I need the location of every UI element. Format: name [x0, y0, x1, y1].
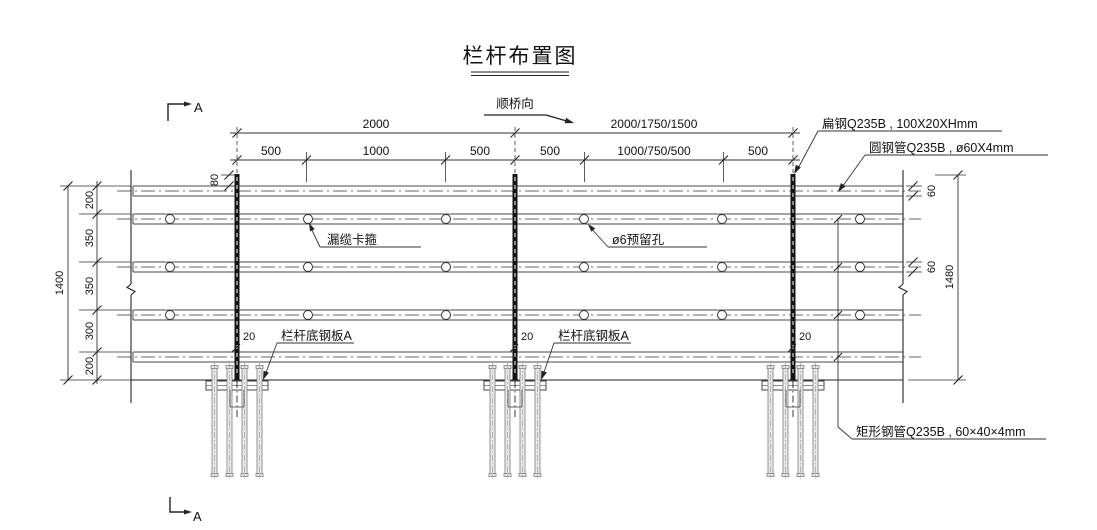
dim-base-gap-3: 20: [799, 331, 811, 343]
drawing-title: 栏杆布置图: [463, 45, 578, 68]
dim-left-2: 350: [84, 229, 96, 247]
dim-span-variable: 2000/1750/1500: [611, 117, 698, 131]
dim-seg5: 1000/750/500: [617, 144, 691, 158]
dim-span-first: 2000: [363, 117, 390, 131]
section-marker-a-top: A: [194, 100, 203, 115]
dim-base-gap-2: 20: [521, 331, 533, 343]
dim-seg3: 500: [470, 144, 490, 158]
dim-tube-depth-mid: 60: [926, 261, 938, 273]
dim-left-1: 200: [84, 191, 96, 209]
label-flat-steel: 扁钢Q235B , 100X20XHmm: [822, 117, 978, 131]
dim-post-top: 80: [209, 174, 221, 186]
drawing-geometry: [60, 71, 1048, 515]
dim-seg4: 500: [540, 144, 560, 158]
dim-left-5: 200: [84, 357, 96, 375]
dim-seg2: 1000: [363, 144, 390, 158]
dim-base-gap-1: 20: [243, 331, 255, 343]
dim-seg6: 500: [748, 144, 768, 158]
dim-tube-depth-top: 60: [926, 185, 938, 197]
dim-right-total: 1480: [944, 265, 956, 289]
direction-label: 顺桥向: [496, 96, 534, 111]
label-rect-tube: 矩形钢管Q235B , 60×40×4mm: [856, 424, 1026, 439]
label-base-plate-1: 栏杆底钢板A: [281, 328, 353, 343]
text-layer: 栏杆布置图 顺桥向 A A 2000 2000/1750/1500 500 10…: [54, 45, 1026, 524]
label-cable-clamp: 漏缆卡箍: [327, 232, 378, 247]
dim-left-3: 350: [84, 277, 96, 295]
label-reserved-hole: ø6预留孔: [612, 233, 665, 247]
section-marker-a-bottom: A: [193, 509, 202, 524]
dim-left-4: 300: [84, 322, 96, 340]
label-base-plate-2: 栏杆底钢板A: [558, 328, 630, 343]
label-round-tube: 圆钢管Q235B , ø60X4mm: [869, 140, 1014, 155]
dim-left-total: 1400: [54, 271, 66, 295]
dim-seg1: 500: [261, 144, 281, 158]
